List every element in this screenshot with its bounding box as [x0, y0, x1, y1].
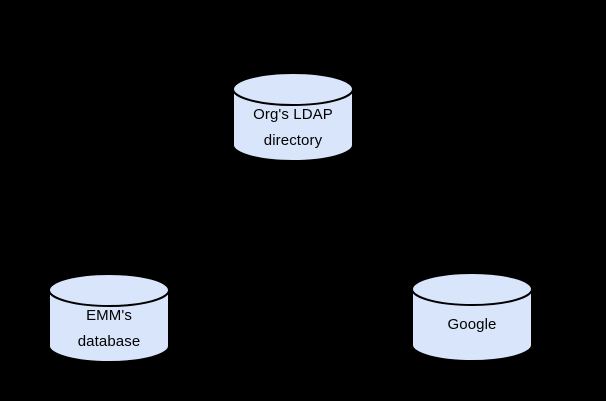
- cylinder-top: [411, 272, 533, 306]
- cylinder-body: [48, 290, 170, 363]
- database-cylinder-icon: [411, 272, 533, 362]
- label-line: database: [77, 333, 141, 350]
- node-label-google: Google: [411, 312, 533, 338]
- node-label-orgs-ldap-directory: Org's LDAP directory: [232, 102, 354, 154]
- cylinder-body: [411, 289, 533, 362]
- database-cylinder-icon: [232, 72, 354, 162]
- label-line: directory: [263, 132, 323, 149]
- cylinder-top: [48, 273, 170, 307]
- cylinder-top: [232, 72, 354, 106]
- database-cylinder-icon: [48, 273, 170, 363]
- node-orgs-ldap-directory: Org's LDAP directory: [232, 72, 354, 162]
- cylinder-body: [232, 89, 354, 162]
- label-line: EMM's: [86, 307, 132, 324]
- node-google: Google: [411, 272, 533, 362]
- label-line: Google: [447, 316, 497, 333]
- node-emms-database: EMM's database: [48, 273, 170, 363]
- node-label-emms-database: EMM's database: [48, 303, 170, 355]
- label-line: Org's LDAP: [253, 106, 333, 123]
